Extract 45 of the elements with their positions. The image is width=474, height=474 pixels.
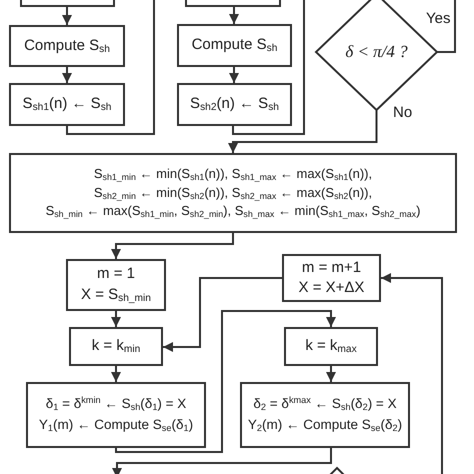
- step-text: Y$_{1}$(m) ← Compute S$_{se}$(δ$_{1}$): [38, 416, 194, 435]
- arrow: [229, 67, 239, 83]
- process-box: [69, 327, 163, 366]
- arrow: [163, 277, 282, 352]
- connector-line: [66, 0, 155, 135]
- step-text: δ$_{1}$ = δ$^{kmin}$ ← S$_{sh}$(δ$_{1}$) = X: [46, 394, 186, 414]
- step-text: S$_{sh2_min}$ ← min(S$_{sh2}$(n)), S$_{sh2_max}$ ← max(S$_{sh2}$(n)),: [94, 184, 372, 202]
- step-text: Y$_{2}$(m) ← Compute S$_{se}$(δ$_{2}$): [248, 416, 402, 435]
- process-box: [284, 327, 378, 366]
- step-text: k = k$_{min}$: [92, 336, 140, 357]
- arrow: [112, 448, 332, 474]
- condition-text: δ < π/4 ?: [345, 40, 408, 63]
- step-text: X = S$_{sh_min}$: [81, 284, 151, 306]
- process-box: [282, 254, 381, 302]
- arrow: [111, 366, 121, 382]
- connector-line: [437, 0, 456, 53]
- arrow: [326, 366, 336, 382]
- connector-line: [232, 0, 305, 135]
- step-text: Compute S$_{sh}$: [192, 35, 278, 56]
- process-box: [9, 83, 125, 126]
- process-box: [177, 24, 292, 67]
- step-text: Compute S$_{sh}$: [24, 36, 110, 56]
- arrow: [111, 311, 121, 327]
- step-text: m = m+1: [302, 258, 362, 278]
- process-box: [9, 25, 125, 67]
- arrow: [62, 67, 72, 83]
- step-text: m = 1: [97, 264, 135, 284]
- step-text: S$_{sh1}$(n) ← S$_{sh}$: [22, 94, 112, 115]
- step-text: X = X+ΔX: [298, 278, 364, 298]
- arrow: [229, 7, 239, 24]
- step-text: δ$_{2}$ = δ$^{kmax}$ ← S$_{sh}$(δ$_{2}$) = X: [253, 394, 397, 414]
- step-text: S$_{sh_min}$ ← max(S$_{sh1_min}$, S$_{sh2_min}$), S$_{sh_max}$ ← min(S$_{sh1_max}$, S$_{sh2_max}$): [46, 202, 420, 222]
- process-box: [9, 153, 457, 233]
- process-box: [66, 259, 166, 311]
- arrow: [381, 273, 443, 474]
- process-box: [177, 83, 292, 126]
- process-box: [26, 382, 206, 448]
- arrow: [111, 233, 234, 259]
- arrow: [115, 310, 336, 453]
- arrow: [228, 110, 378, 153]
- step-text: S$_{sh2}$(n) ← S$_{sh}$: [190, 94, 279, 115]
- step-text: S$_{sh1_min}$ ← min(S$_{sh1}$(n)), S$_{sh1_max}$ ← max(S$_{sh1}$(n)),: [94, 164, 372, 184]
- process-box: [240, 382, 410, 448]
- step-text: k = k$_{max}$: [305, 336, 357, 357]
- arrow: [62, 7, 72, 25]
